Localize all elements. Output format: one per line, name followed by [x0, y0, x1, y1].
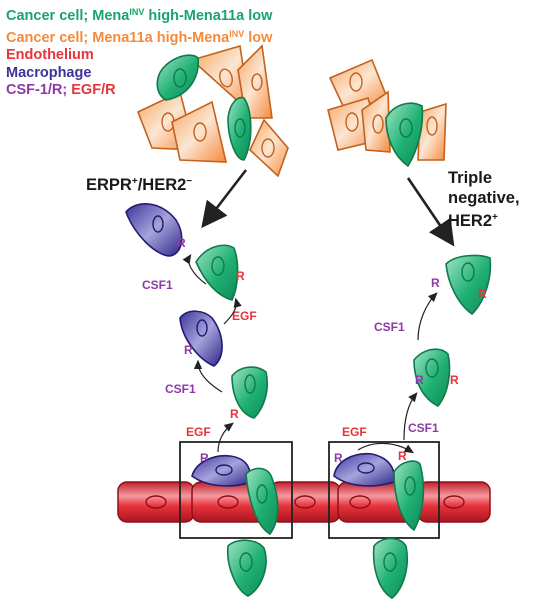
- mena11a-cancer-cell: [171, 100, 228, 163]
- legend-endothelium: Endothelium: [6, 47, 94, 63]
- receptor-label: R: [478, 287, 487, 301]
- left-migration-path: R R CSF1 R EGF R CSF1 EGF: [125, 203, 293, 597]
- intravasation-box-left: [179, 441, 293, 539]
- macrophage: [179, 310, 223, 367]
- receptor-label: R: [177, 236, 186, 250]
- invasive-cancer-cell: [445, 254, 492, 316]
- legend: Cancer cell; MenaINV high-Mena11a low Ca…: [6, 4, 272, 100]
- invasive-cancer-cell: [156, 54, 199, 101]
- receptor-label: R: [230, 407, 239, 421]
- legend-invasive-cancer-cell: Cancer cell; MenaINV high-Mena11a low: [6, 7, 273, 24]
- receptor-label: R: [450, 373, 459, 387]
- csf1-label: CSF1: [374, 320, 405, 334]
- right-migration-path: R R CSF1 R R CSF1 EGF R R: [328, 254, 492, 599]
- receptor-label: R: [334, 451, 343, 465]
- invasive-cancer-cell: [231, 366, 269, 419]
- invasive-cancer-cell: [227, 96, 252, 161]
- receptor-label: R: [200, 451, 209, 465]
- legend-ligands: CSF-1/R; EGF/R: [6, 82, 116, 98]
- migration-arrow-right: [406, 177, 455, 247]
- invasive-cancer-cell: [245, 467, 279, 536]
- left-tumor-cluster: [136, 44, 289, 178]
- subtype-label-right: Triple negative, HER2+: [448, 169, 520, 230]
- egf-label: EGF: [342, 425, 367, 439]
- receptor-label: R: [431, 276, 440, 290]
- csf1-label: CSF1: [408, 421, 439, 435]
- receptor-label: R: [184, 343, 193, 357]
- subtype-label-left: ERPR+/HER2−: [86, 176, 193, 194]
- invasive-cancer-cell: [385, 102, 424, 168]
- right-tumor-cluster: [327, 58, 447, 168]
- endothelial-cell: [117, 481, 195, 523]
- endothelial-cell: [417, 481, 491, 523]
- receptor-label: R: [398, 449, 407, 463]
- blood-vessel: [117, 481, 491, 523]
- receptor-label: R: [415, 373, 424, 387]
- invasive-cancer-cell: [413, 348, 451, 407]
- mena11a-cancer-cell: [249, 118, 289, 178]
- csf1-label: CSF1: [165, 382, 196, 396]
- egf-label: EGF: [232, 309, 257, 323]
- invasive-cancer-cell: [195, 244, 239, 301]
- mena11a-cancer-cell: [417, 102, 447, 161]
- legend-mena11a-cancer-cell: Cancer cell; Mena11a high-MenaINV low: [6, 28, 273, 46]
- receptor-label: R: [236, 269, 245, 283]
- invasive-cancer-cell: [372, 537, 408, 599]
- invasive-cancer-cell: [393, 460, 425, 532]
- egf-label: EGF: [186, 425, 211, 439]
- invasive-cancer-cell: [226, 539, 267, 597]
- macrophage: [333, 452, 396, 487]
- migration-arrow-left: [201, 169, 248, 229]
- legend-macrophage: Macrophage: [6, 64, 92, 81]
- intravasation-box-right: [328, 441, 440, 539]
- mena11a-cancer-cell: [361, 90, 391, 153]
- macrophage: [191, 454, 252, 487]
- macrophage: [125, 203, 183, 257]
- csf1-label: CSF1: [142, 278, 173, 292]
